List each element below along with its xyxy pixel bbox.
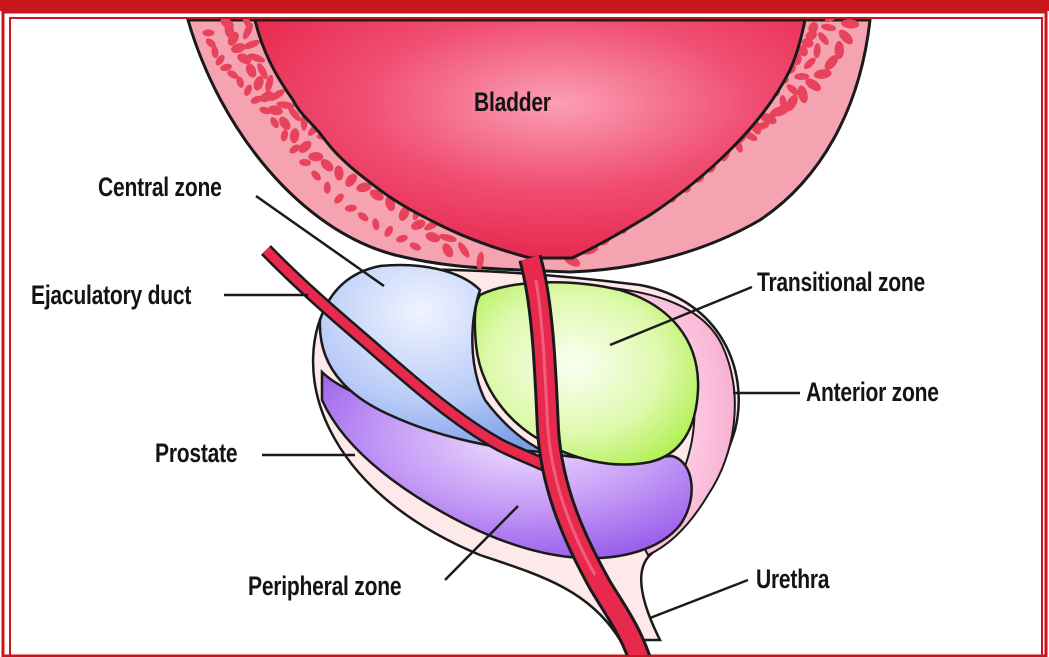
label-central-zone: Central zone xyxy=(98,174,222,201)
label-anterior-zone: Anterior zone xyxy=(806,379,939,406)
label-peripheral-zone: Peripheral zone xyxy=(248,573,401,600)
label-prostate: Prostate xyxy=(155,440,237,467)
leader-urethra xyxy=(650,580,748,618)
bladder-wall-cell xyxy=(324,182,331,194)
label-bladder: Bladder xyxy=(474,89,551,116)
frame-top-bar xyxy=(0,0,1049,11)
label-urethra: Urethra xyxy=(756,566,829,593)
label-ejaculatory-duct: Ejaculatory duct xyxy=(31,282,191,309)
label-transitional-zone: Transitional zone xyxy=(757,269,925,296)
bladder-wall-cell xyxy=(202,29,214,36)
